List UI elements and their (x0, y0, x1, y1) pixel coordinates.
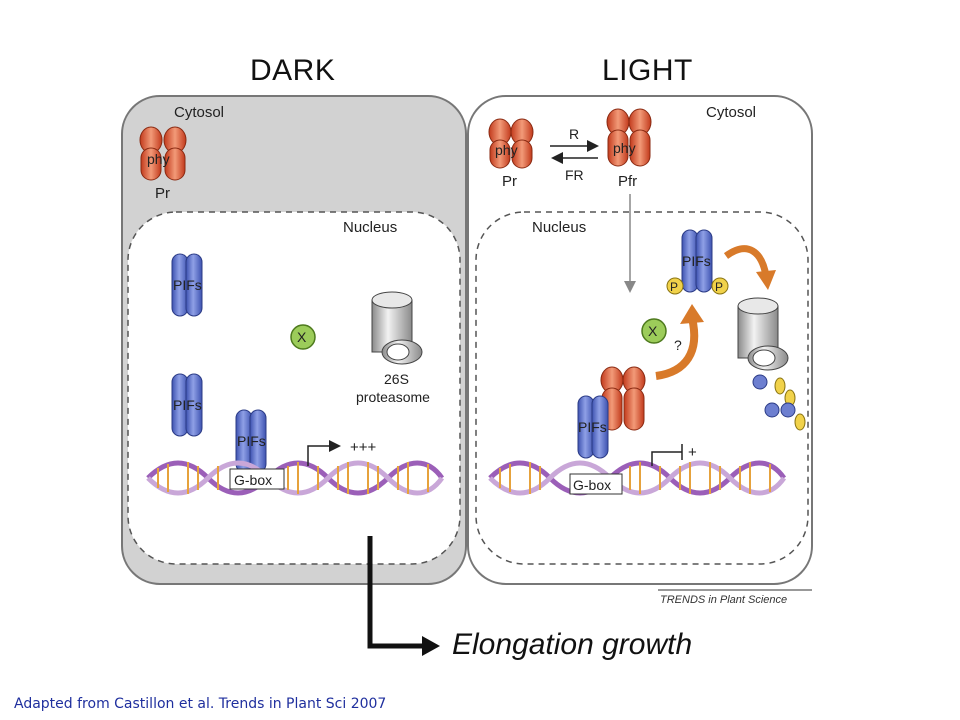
dark-gbox-label: G-box (234, 472, 272, 488)
light-phy-a-label: phy (495, 142, 518, 158)
light-pifs-bottom-label: PIFs (578, 419, 607, 435)
light-p-a-label: P (670, 280, 678, 294)
output-arrowhead (422, 636, 440, 656)
dark-plus-label: +++ (350, 439, 377, 456)
dark-pifs-a-label: PIFs (173, 277, 202, 293)
light-p-b-label: P (715, 280, 723, 294)
question-label: ? (674, 337, 682, 353)
dark-pr-label: Pr (155, 185, 170, 202)
light-x-factor: X (641, 318, 667, 344)
light-pr-label: Pr (502, 173, 517, 190)
elongation-growth-label: Elongation growth (452, 628, 693, 661)
dark-pifs-b-label: PIFs (173, 397, 202, 413)
dark-heading: DARK (250, 54, 336, 87)
citation-text: Adapted from Castillon et al. Trends in … (14, 696, 387, 712)
dark-pifs-dimer-a: PIFs (171, 253, 203, 317)
fr-label: FR (565, 167, 584, 183)
light-pifs-bound: PIFs (577, 395, 609, 459)
light-transcription-blocked (651, 451, 682, 466)
light-phy-pfr-dimer: phy Pfr (606, 108, 652, 190)
light-pifs-top-label: PIFs (682, 253, 711, 269)
dark-proteasome-label-1: 26S (384, 371, 409, 387)
dark-pifs-dimer-c: PIFs (235, 409, 267, 473)
dark-gbox: G-box (229, 468, 285, 490)
dark-pifs-c-label: PIFs (237, 433, 266, 449)
light-gbox-label: G-box (573, 477, 611, 493)
dark-phy-label: phy (147, 151, 170, 167)
light-plus-label: + (688, 444, 697, 461)
dark-dna-helix (146, 460, 445, 496)
r-label: R (569, 126, 579, 142)
light-cytosol-label: Cytosol (706, 104, 756, 121)
degraded-fragments (752, 374, 806, 431)
degradation-arrow (723, 245, 770, 277)
light-heading: LIGHT (602, 54, 693, 87)
dark-x-factor: X (290, 324, 316, 350)
light-nucleus-label: Nucleus (532, 219, 586, 236)
light-phy-bound (600, 366, 646, 431)
light-phy-pr-dimer: phy Pr (488, 118, 534, 190)
light-pfr-label: Pfr (618, 173, 637, 190)
dark-proteasome: 26S proteasome (356, 291, 430, 405)
dark-transcription-arrow (307, 440, 341, 466)
dark-cytosol-label: Cytosol (174, 104, 224, 121)
light-pifs-phosphorylated: PIFs P P (666, 229, 729, 295)
phosphorylation-arrow (655, 317, 699, 380)
dark-nucleus-label: Nucleus (343, 219, 397, 236)
light-phy-b-label: phy (613, 140, 636, 156)
dark-phy-dimer: phy Pr (139, 126, 187, 202)
dark-x-label: X (297, 329, 307, 345)
light-x-label: X (648, 323, 658, 339)
light-proteasome (737, 297, 789, 371)
dark-pifs-dimer-b: PIFs (171, 373, 203, 437)
journal-credit: TRENDS in Plant Science (660, 594, 788, 606)
output-arrow (367, 536, 424, 649)
light-dna-helix (488, 460, 787, 496)
dark-proteasome-label-2: proteasome (356, 389, 430, 405)
light-gbox: G-box (569, 473, 623, 495)
